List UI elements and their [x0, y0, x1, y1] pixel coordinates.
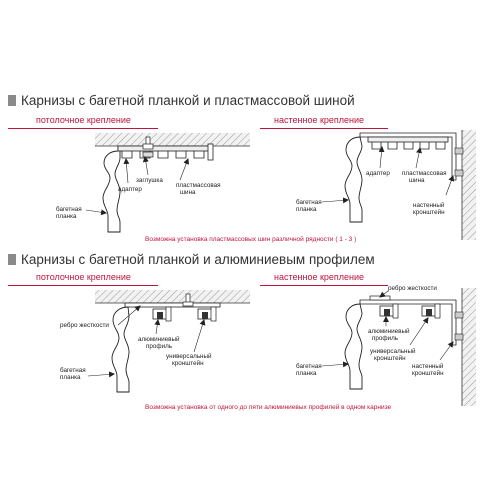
s1-ceiling-mount-label: потолочное крепление — [36, 115, 131, 125]
wall-slab — [462, 130, 476, 240]
s1-label-adapter-wall: адаптер — [366, 170, 390, 177]
s2-ceiling-callouts — [87, 305, 206, 378]
s1-ceiling-callouts — [85, 156, 190, 216]
s2-label-universal-bracket-wall-1: универсальный — [370, 347, 416, 355]
s1-label-baguette-1: багетная — [56, 205, 82, 213]
universal-bracket — [392, 303, 441, 319]
s2-wall-underline — [260, 285, 388, 286]
bullet-square-icon — [8, 254, 16, 265]
plug-part — [142, 151, 154, 158]
s1-label-plug: заглушка — [136, 177, 163, 184]
baguette-molding — [344, 303, 363, 390]
s2-label-baguette-wall-1: багетная — [296, 362, 322, 370]
s2-ceiling-diagram — [95, 290, 250, 393]
s2-note: Возможна установка от одного до пяти алю… — [145, 404, 392, 411]
s1-label-plastic-rail-wall-2: шина — [409, 177, 425, 184]
s1-label-plastic-rail-1: пластмассовая — [176, 182, 221, 189]
screw-icon — [182, 293, 194, 307]
s2-label-alu-profile-1: алюминиевый — [138, 335, 180, 343]
s1-label-baguette-2: планка — [56, 213, 77, 220]
s2-ceiling-mount-label: потолочное крепление — [36, 272, 131, 282]
s2-wall-callouts — [321, 290, 454, 368]
s1-wall-diagram — [344, 130, 476, 240]
stiffener-rib — [124, 302, 221, 308]
screw-icon — [142, 136, 154, 150]
s2-label-stiffener-wall: ребро жесткости — [388, 284, 437, 292]
s2-ceiling-underline — [8, 285, 158, 286]
s1-label-plastic-rail-wall-1: пластмассовая — [402, 170, 447, 177]
s2-label-universal-bracket-wall-2: кронштейн — [374, 354, 406, 362]
s2-label-baguette-2: планка — [60, 374, 81, 381]
section2-title: Карнизы с багетной планкой и алюминиевым… — [8, 252, 375, 267]
section1-title: Карнизы с багетной планкой и пластмассов… — [8, 93, 355, 108]
ceiling-slab — [95, 133, 250, 146]
s2-wall-mount-label: настенное крепление — [274, 272, 365, 282]
ceiling-slab — [95, 290, 250, 303]
s1-label-wall-bracket-1: настенный — [413, 201, 445, 209]
s2-label-wall-bracket-1: настенный — [412, 362, 444, 370]
bullet-square-icon — [8, 95, 16, 106]
plastic-rail — [367, 136, 449, 150]
s1-note: Возможна установка пластмассовых шин раз… — [145, 236, 357, 243]
s1-wall-callouts — [321, 146, 455, 204]
s2-label-alu-profile-wall-1: алюминиевый — [368, 327, 410, 335]
s2-label-wall-bracket-2: кронштейн — [412, 369, 444, 377]
s1-wall-underline — [260, 128, 388, 129]
s2-wall-diagram — [344, 288, 476, 406]
wall-slab — [462, 288, 476, 406]
s1-label-baguette-wall-1: багетная — [296, 198, 322, 206]
s1-label-wall-bracket-2: кронштейн — [413, 208, 445, 216]
s2-label-baguette-wall-2: планка — [296, 370, 317, 377]
s1-ceiling-diagram — [95, 133, 250, 233]
s2-label-universal-bracket-2: кронштейн — [172, 359, 204, 367]
baguette-molding — [344, 136, 363, 223]
alu-profile — [152, 308, 213, 320]
s1-label-baguette-wall-2: планка — [296, 206, 317, 213]
s1-label-adapter: адаптер — [118, 186, 142, 193]
s2-label-alu-profile-wall-2: профиль — [372, 335, 399, 342]
s1-label-plastic-rail-2: шина — [180, 189, 196, 196]
baguette-molding — [102, 145, 121, 233]
baguette-molding — [111, 306, 130, 393]
s2-label-baguette-1: багетная — [60, 366, 86, 374]
s1-ceiling-underline — [8, 128, 158, 129]
s2-label-alu-profile-2: профиль — [146, 343, 173, 350]
universal-bracket — [165, 306, 217, 322]
s2-label-stiffener: ребро жесткости — [60, 321, 109, 329]
alu-profile — [379, 305, 437, 317]
s1-wall-mount-label: настенное крепление — [274, 115, 365, 125]
stiffener-rib — [369, 295, 391, 301]
s2-label-universal-bracket-1: универсальный — [166, 352, 212, 360]
plastic-rail — [117, 143, 214, 161]
